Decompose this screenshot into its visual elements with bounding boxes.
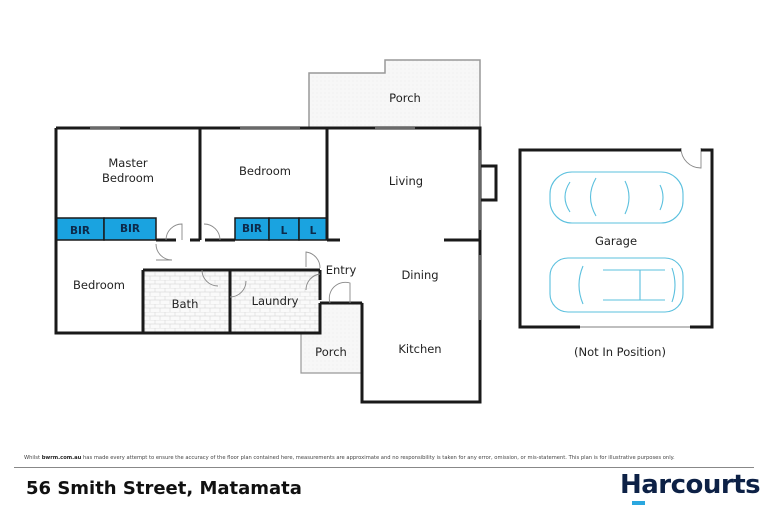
disclaimer-site: bwrm.com.au xyxy=(41,455,82,461)
label-porch-top: Porch xyxy=(389,91,421,105)
car-top-icon xyxy=(549,171,684,224)
cupboards xyxy=(55,217,328,241)
label-bedroom-3: Bedroom xyxy=(73,278,125,292)
label-master-bedroom-2: Bedroom xyxy=(102,171,154,185)
label-bir-3: BIR xyxy=(242,223,262,235)
label-bedroom-2: Bedroom xyxy=(239,164,291,178)
label-linen-2: L xyxy=(310,225,317,237)
label-entry: Entry xyxy=(326,263,357,277)
disclaimer: Whilst bwrm.com.au has made every attemp… xyxy=(24,455,675,461)
windows xyxy=(90,127,481,320)
label-garage-note: (Not In Position) xyxy=(574,345,666,359)
laundry-area xyxy=(230,270,320,333)
bath-area xyxy=(143,270,230,333)
property-address: 56 Smith Street, Matamata xyxy=(26,478,302,499)
label-dining: Dining xyxy=(401,268,438,282)
label-porch-front: Porch xyxy=(315,345,347,359)
logo-accent-bar xyxy=(632,501,645,505)
label-kitchen: Kitchen xyxy=(398,342,441,356)
disclaimer-prefix: Whilst xyxy=(24,455,41,461)
label-bath: Bath xyxy=(172,297,199,311)
doors xyxy=(155,147,702,304)
car-bottom-icon xyxy=(549,257,684,313)
label-master-bedroom-1: Master xyxy=(108,156,148,170)
label-laundry: Laundry xyxy=(252,294,299,308)
footer-divider xyxy=(14,467,754,468)
label-garage: Garage xyxy=(595,234,637,248)
harcourts-logo: Harcourts xyxy=(620,470,761,500)
disclaimer-text: has made every attempt to ensure the acc… xyxy=(83,455,675,461)
label-bir-2: BIR xyxy=(120,223,140,235)
label-bir-1: BIR xyxy=(70,225,90,237)
label-living: Living xyxy=(389,174,423,188)
label-linen-1: L xyxy=(281,225,288,237)
garage-walls xyxy=(518,148,714,329)
